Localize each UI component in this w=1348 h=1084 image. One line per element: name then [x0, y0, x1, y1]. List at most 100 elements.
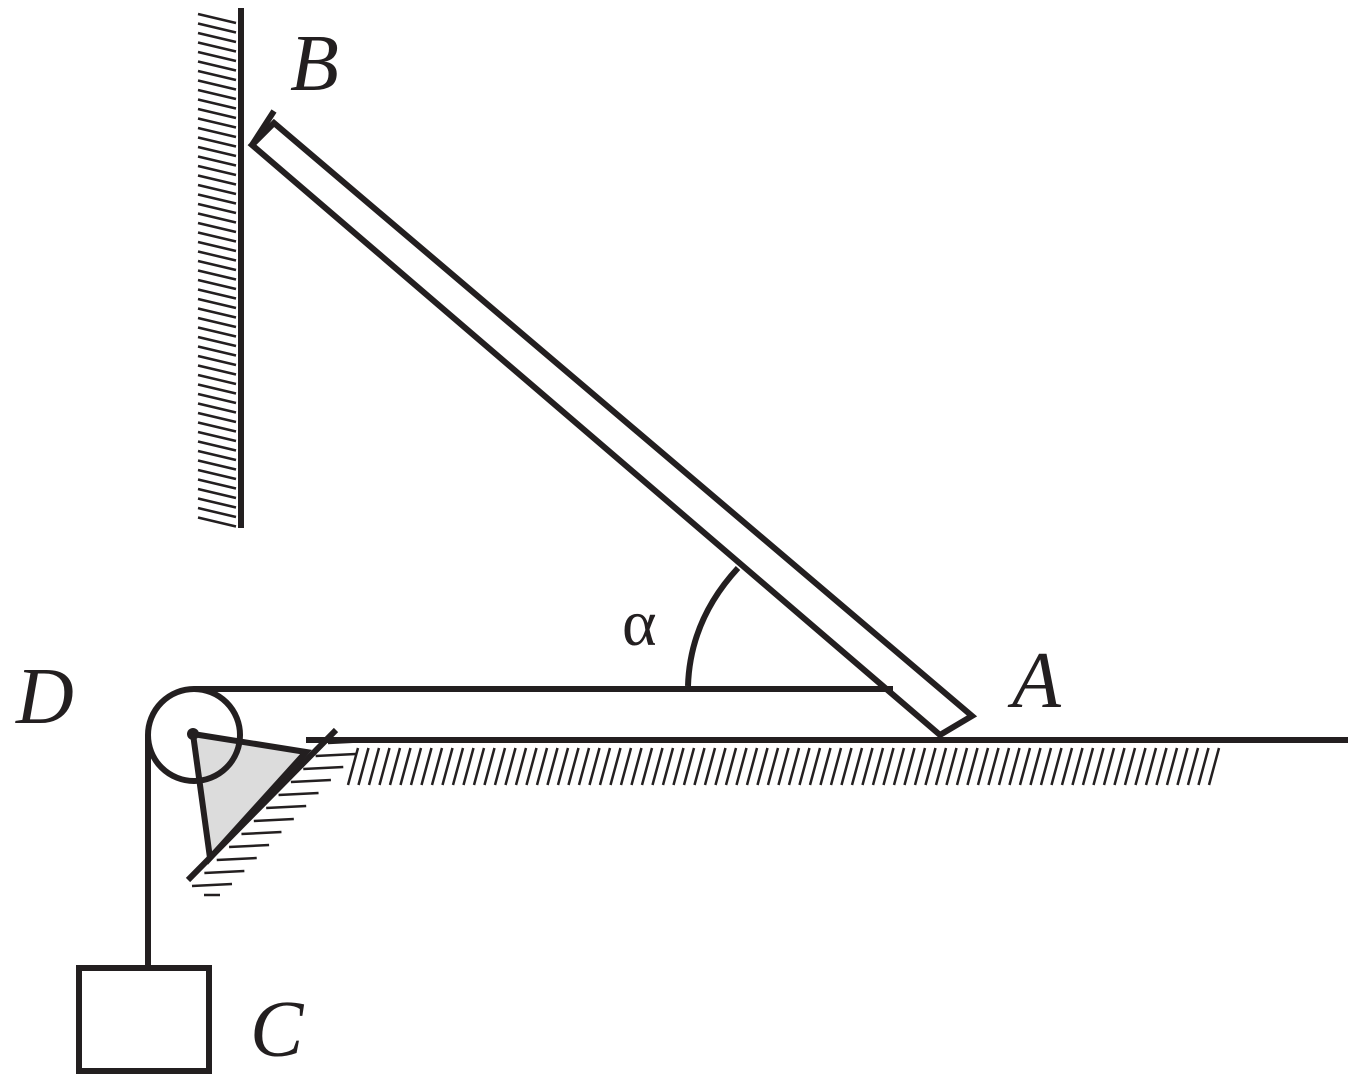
- rod-end-b: [249, 109, 277, 147]
- label-b: B: [290, 20, 339, 108]
- hatch-line: [197, 41, 237, 53]
- hatch-line: [945, 747, 958, 786]
- hatch-line: [197, 193, 237, 205]
- hatch-line: [266, 804, 307, 810]
- hatch-line: [798, 747, 811, 786]
- hatch-line: [197, 117, 237, 129]
- hatch-line: [462, 747, 475, 786]
- hatch-line: [1123, 747, 1137, 786]
- hatch-line: [197, 145, 237, 158]
- label-c: C: [250, 986, 305, 1074]
- hatch-line: [197, 430, 237, 443]
- hatch-line: [197, 364, 237, 376]
- hatch-line: [241, 830, 282, 836]
- hatch-line: [1092, 747, 1105, 786]
- hatch-line: [525, 747, 538, 786]
- hatch-line: [197, 250, 237, 262]
- hatch-line: [598, 747, 612, 786]
- hatch-line: [1039, 747, 1053, 786]
- hatch-line: [1102, 747, 1116, 786]
- hatch-line: [693, 747, 706, 786]
- hatch-line: [197, 212, 237, 224]
- hatch-line: [197, 126, 237, 139]
- hatch-line: [955, 747, 969, 786]
- hatch-line: [630, 747, 643, 786]
- hatch-line: [197, 354, 237, 367]
- hatch-line: [777, 747, 790, 786]
- hatch-line: [253, 817, 294, 823]
- hatch-line: [546, 747, 559, 786]
- hatch-line: [197, 402, 237, 414]
- hatch-line: [1071, 747, 1084, 786]
- hatch-line: [197, 60, 237, 72]
- hatch-line: [197, 288, 237, 300]
- hatch-line: [1008, 747, 1021, 786]
- hatch-line: [976, 747, 990, 786]
- hatch-line: [934, 747, 948, 786]
- hatch-line: [871, 747, 885, 786]
- hatch-line: [903, 747, 916, 786]
- hatch-line: [1176, 747, 1189, 786]
- hatch-line: [197, 174, 237, 186]
- hatch-line: [819, 747, 832, 786]
- hatch-line: [1186, 747, 1200, 786]
- hatch-line: [1144, 747, 1158, 786]
- hatch-line: [197, 506, 237, 519]
- hatch-line: [197, 421, 237, 433]
- block-c: [76, 965, 212, 1074]
- hatch-line: [766, 747, 780, 786]
- hatch-line: [197, 297, 237, 310]
- hatch-line: [197, 478, 237, 490]
- hatch-line: [378, 747, 391, 786]
- hatch-line: [672, 747, 685, 786]
- hatch-line: [197, 459, 237, 471]
- hatch-line: [197, 269, 237, 281]
- hatch-line: [850, 747, 864, 786]
- hatch-line: [216, 856, 257, 862]
- hatch-line: [367, 747, 381, 786]
- hatch-line: [197, 231, 237, 243]
- hatch-line: [745, 747, 759, 786]
- vertical-wall: [197, 8, 244, 528]
- hatch-line: [197, 497, 237, 509]
- hatch-line: [197, 373, 237, 386]
- hatch-line: [204, 869, 245, 875]
- hatch-line: [197, 88, 237, 101]
- hatch-line: [197, 326, 237, 338]
- hatch-line: [966, 747, 979, 786]
- hatch-line: [724, 747, 738, 786]
- hatch-line: [197, 50, 237, 63]
- hatch-line: [735, 747, 748, 786]
- hatch-line: [197, 487, 237, 500]
- hatch-line: [882, 747, 895, 786]
- hatch-line: [787, 747, 801, 786]
- hatch-line: [191, 882, 233, 888]
- hatch-line: [913, 747, 927, 786]
- hatch-line: [483, 747, 496, 786]
- hatch-line: [756, 747, 769, 786]
- hatch-line: [1113, 747, 1126, 786]
- hatch-line: [327, 739, 369, 745]
- hatch-line: [290, 778, 331, 784]
- hatch-line: [197, 468, 237, 481]
- hatch-line: [504, 747, 517, 786]
- hatch-line: [567, 747, 580, 786]
- hatch-line: [661, 747, 675, 786]
- hatch-line: [924, 747, 937, 786]
- hatch-line: [197, 335, 237, 348]
- hatch-line: [197, 31, 237, 44]
- hatch-line: [197, 98, 237, 110]
- hatch-line: [197, 107, 237, 120]
- hatch-line: [197, 316, 237, 329]
- rod-ab: [247, 118, 978, 739]
- pulley-axle: [187, 728, 199, 740]
- hatch-line: [357, 747, 370, 786]
- hatch-line: [556, 747, 570, 786]
- hatch-line: [197, 240, 237, 253]
- hatch-line: [682, 747, 696, 786]
- hatch-line: [609, 747, 622, 786]
- hatch-line: [588, 747, 601, 786]
- hatch-line: [197, 307, 237, 319]
- label-alpha: α: [622, 587, 657, 660]
